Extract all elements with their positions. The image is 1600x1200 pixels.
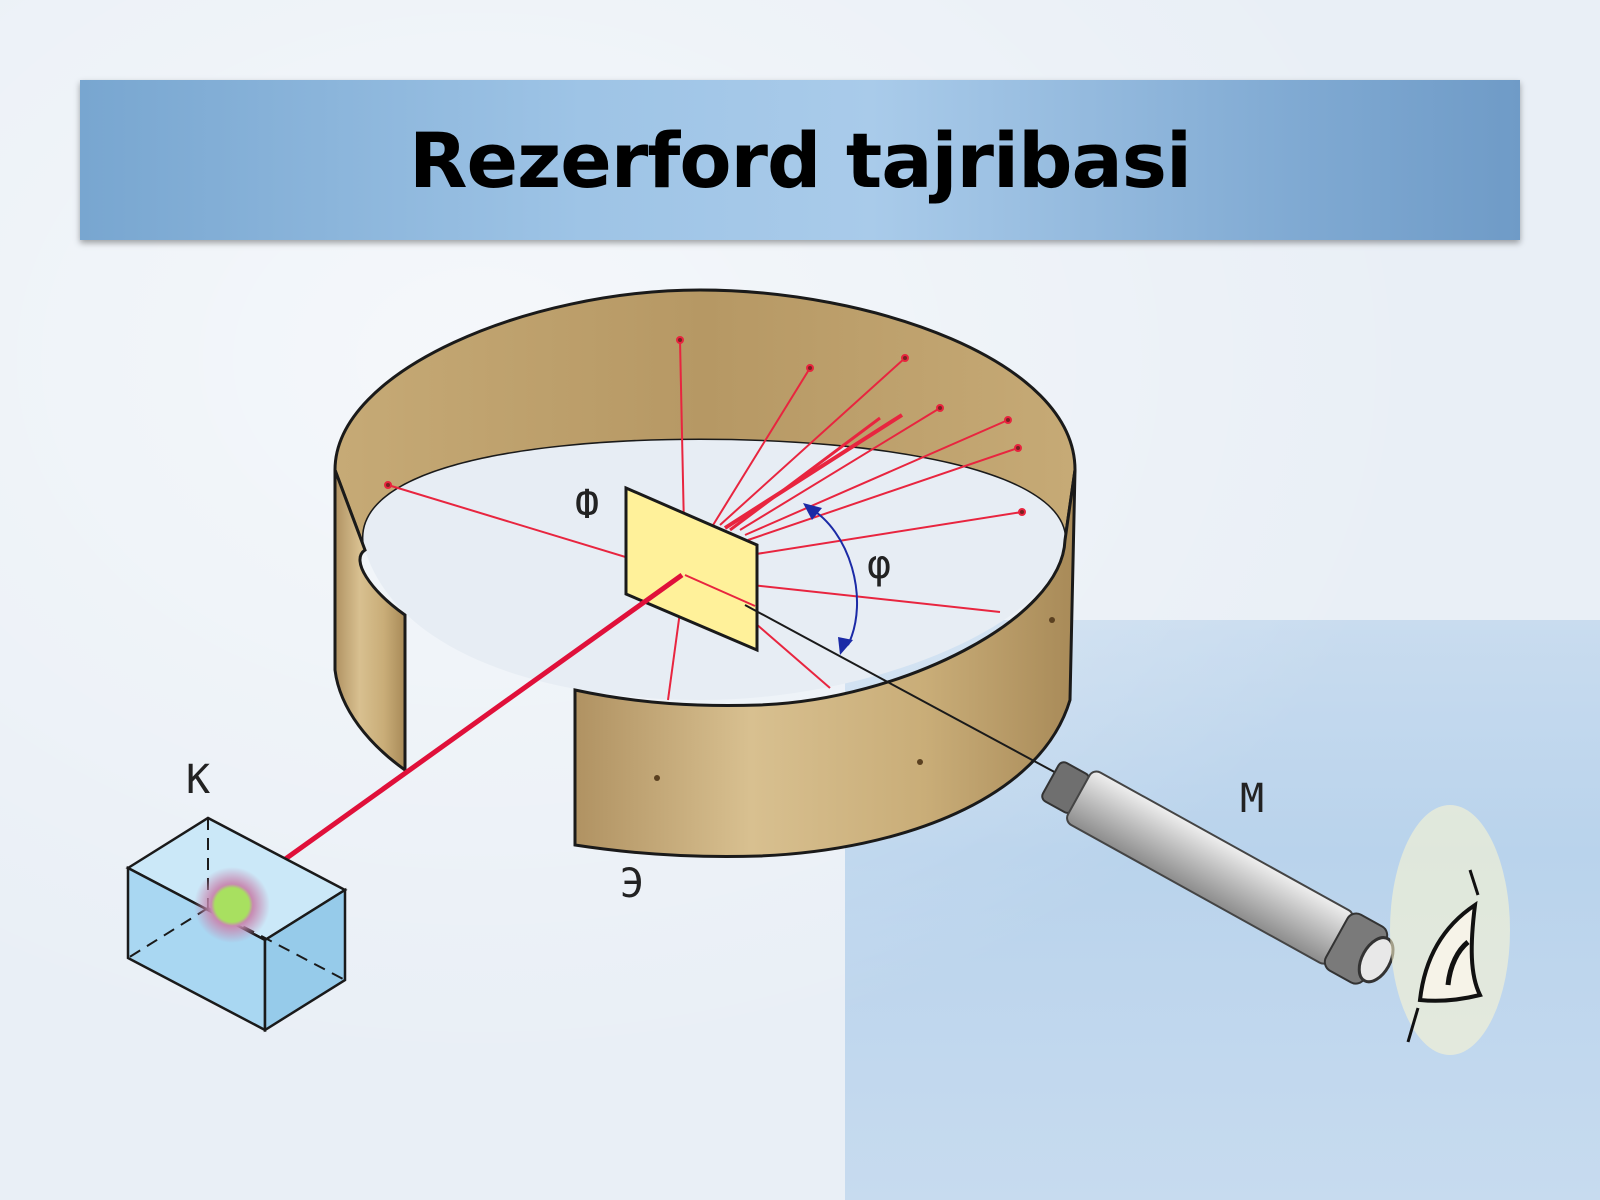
ring-screen	[333, 288, 1077, 859]
eye-shape	[1417, 900, 1483, 1003]
hidden-edge	[127, 907, 209, 959]
ray-hit	[936, 404, 944, 412]
eye-lash	[1406, 1007, 1420, 1043]
scattered-rays	[384, 336, 1026, 701]
ray-hit	[1014, 444, 1022, 452]
gold-foil	[624, 485, 759, 653]
label-angle: φ	[867, 542, 891, 588]
arrowhead-top	[803, 503, 822, 520]
angle-arc	[807, 506, 859, 646]
ray	[684, 574, 756, 607]
microscope-body	[1066, 770, 1354, 965]
label-source: К	[186, 757, 210, 803]
ray	[709, 367, 811, 531]
ring-mark	[654, 775, 660, 781]
microscope	[1041, 761, 1395, 985]
slide-title: Rezerford tajribasi	[408, 115, 1192, 205]
ray-hit	[384, 481, 392, 489]
eyepiece-lens	[1357, 936, 1395, 984]
arrowhead-bottom	[838, 637, 853, 655]
ray	[729, 416, 881, 532]
ring-right-front	[573, 469, 1077, 859]
eye-pupil	[1445, 940, 1470, 986]
ring-mark	[1049, 617, 1055, 623]
ray	[747, 447, 1019, 541]
alpha-beam	[240, 572, 684, 893]
title-bar: Rezerford tajribasi	[80, 80, 1520, 240]
ring-left-front	[333, 469, 407, 773]
ray-hit	[1004, 416, 1012, 424]
ray	[749, 511, 1023, 556]
ray	[744, 419, 1009, 536]
label-screen: Э	[620, 861, 644, 907]
ray-hit	[1018, 508, 1026, 516]
source-box	[125, 816, 348, 1033]
ring-mark	[917, 759, 923, 765]
ray	[723, 413, 904, 530]
angle-indicator	[803, 503, 859, 655]
ray	[719, 357, 906, 526]
ray-hit	[676, 336, 684, 344]
label-foil: Ф	[575, 482, 599, 528]
ray-hit	[901, 354, 909, 362]
ray	[751, 584, 1001, 613]
ray	[739, 407, 941, 531]
sight-line	[744, 604, 1061, 776]
ray-hit	[806, 364, 814, 372]
radioactive-core	[215, 888, 249, 922]
eye-icon	[1390, 805, 1510, 1055]
label-microscope: М	[1240, 776, 1264, 822]
eye-lash	[1468, 869, 1480, 896]
